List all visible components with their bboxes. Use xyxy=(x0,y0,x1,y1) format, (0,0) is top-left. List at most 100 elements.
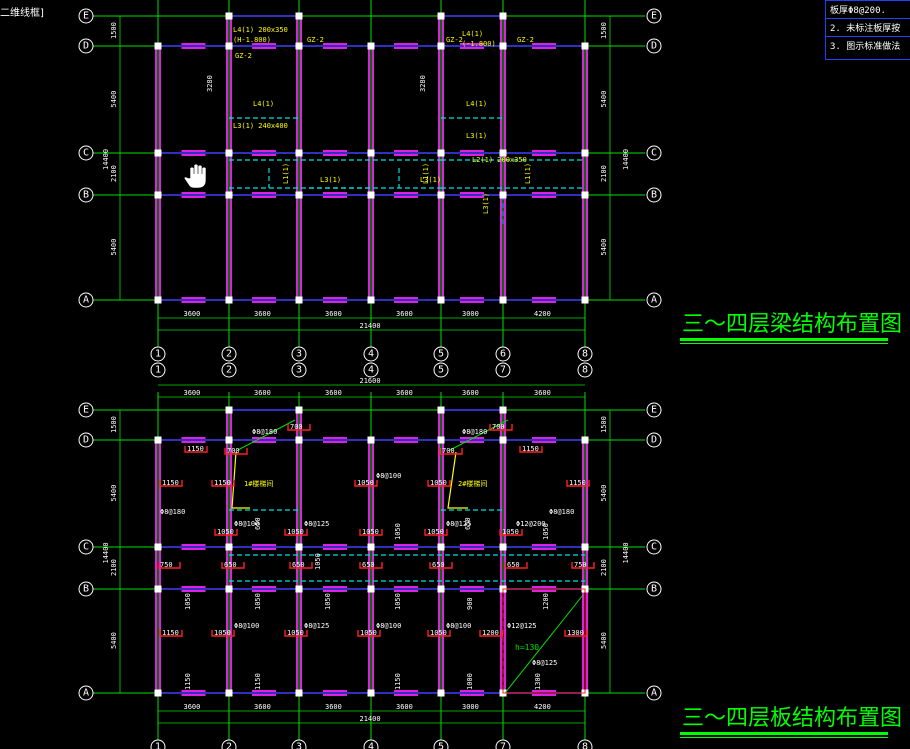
column xyxy=(154,436,162,444)
stair-diagonal-2 xyxy=(449,419,509,451)
rebar-label-6: 1150 xyxy=(569,479,586,487)
spacing-label-0: Φ8@180 xyxy=(160,508,185,516)
rebar-label-25: 1300 xyxy=(567,629,584,637)
rebar-mark-24 xyxy=(479,630,503,637)
axis-bubble-A xyxy=(78,292,94,308)
dim-side-span-2: 2100 xyxy=(110,165,118,182)
column xyxy=(295,543,303,551)
rebar-mark-14 xyxy=(289,562,313,569)
rebar-v-label-9: 1000 xyxy=(466,673,474,690)
axis-bubble-label-B: B xyxy=(651,584,657,595)
dim-span-1: 3600 xyxy=(254,703,271,711)
beam-label-10: L3(1) 240x400 xyxy=(233,122,288,130)
column xyxy=(581,42,589,50)
axis-bubble-D xyxy=(78,38,94,54)
column xyxy=(225,191,233,199)
dim-side-span-0: 1500 xyxy=(110,22,118,39)
hand-cursor-icon xyxy=(183,163,207,189)
axis-bubble-E xyxy=(78,402,94,418)
dim-side-span-0: 1500 xyxy=(600,22,608,39)
axis-bubble-4 xyxy=(363,739,379,749)
dim-span-4: 3000 xyxy=(462,703,479,711)
dim-top-span-2: 3600 xyxy=(325,389,342,397)
axis-bubble-label-5: 5 xyxy=(438,742,444,749)
beam-label-3: GZ-2 xyxy=(307,36,324,44)
beam-label-v-1: L1(1) xyxy=(282,163,290,184)
axis-bubble-top-label-4: 4 xyxy=(368,365,374,376)
rebar-v-label-8: 1150 xyxy=(394,673,402,690)
column xyxy=(367,191,375,199)
column xyxy=(295,436,303,444)
column xyxy=(581,543,589,551)
rebar-mark-4 xyxy=(354,480,378,487)
axis-bubble-top-1 xyxy=(150,362,166,378)
rebar-label-3: 1150 xyxy=(214,479,231,487)
axis-bubble-label-D: D xyxy=(651,435,657,446)
rebar-label-22: 1050 xyxy=(360,629,377,637)
rebar-label-10: 1050 xyxy=(427,528,444,536)
axis-bubble-label-8: 8 xyxy=(582,742,588,749)
dim-side-span-3: 5400 xyxy=(600,239,608,256)
rebar-mark-19 xyxy=(159,630,183,637)
rebar-mark-10 xyxy=(424,529,448,536)
column xyxy=(499,149,507,157)
column xyxy=(437,191,445,199)
stair-outline-1 xyxy=(231,451,250,509)
column xyxy=(437,585,445,593)
spacing-label-6: Φ8@180 xyxy=(549,508,574,516)
axis-bubble-A xyxy=(646,685,662,701)
dim-side-span-3: 5400 xyxy=(110,239,118,256)
axis-bubble-label-E: E xyxy=(83,11,89,22)
dim-span-2: 3600 xyxy=(325,310,342,318)
column xyxy=(499,436,507,444)
stair-diagonal-1 xyxy=(237,419,296,451)
axis-bubble-A xyxy=(646,292,662,308)
beam-label-2: GZ-2 xyxy=(235,52,252,60)
axis-bubble-top-4 xyxy=(363,362,379,378)
rebar-mark-1 xyxy=(519,446,543,453)
dim-total-height-left: 14400 xyxy=(102,149,110,170)
axis-bubble-label-B: B xyxy=(83,190,89,201)
beam-label-4: GZ-2 xyxy=(446,36,463,44)
column xyxy=(367,42,375,50)
beam-label-6: L4(1) xyxy=(462,30,483,38)
column xyxy=(154,149,162,157)
dim-side-span-0: 1500 xyxy=(110,416,118,433)
axis-bubble-C xyxy=(78,145,94,161)
column xyxy=(295,191,303,199)
rebar-mark-21 xyxy=(284,630,308,637)
rebar-label-1: 1150 xyxy=(522,445,539,453)
dim-span-5: 4200 xyxy=(534,310,551,318)
axis-bubble-label-3: 3 xyxy=(296,349,302,360)
rebar-mark-6 xyxy=(566,480,590,487)
rebar-mark-13 xyxy=(221,562,245,569)
column xyxy=(437,296,445,304)
column xyxy=(581,436,589,444)
axis-bubble-C xyxy=(646,539,662,555)
slab-diagonal xyxy=(504,594,584,694)
column xyxy=(154,689,162,697)
axis-bubble-label-2: 2 xyxy=(226,349,232,360)
dim-span-3: 3600 xyxy=(396,310,413,318)
axis-bubble-label-B: B xyxy=(83,584,89,595)
column xyxy=(367,689,375,697)
rebar-label-26: 700 xyxy=(227,447,240,455)
rebar-label-8: 1050 xyxy=(287,528,304,536)
column xyxy=(154,543,162,551)
bottom-title-underline-2 xyxy=(680,737,888,738)
beam-label-1: (H-1.800) xyxy=(233,36,271,44)
rebar-mark-12 xyxy=(157,562,181,569)
rebar-mark-17 xyxy=(504,562,528,569)
spacing-label-8: Φ8@125 xyxy=(304,622,329,630)
axis-bubble-label-2: 2 xyxy=(226,742,232,749)
spacing-label-12: Φ8@125 xyxy=(532,659,557,667)
column xyxy=(295,42,303,50)
axis-bubble-label-E: E xyxy=(651,11,657,22)
rebar-mark-9 xyxy=(359,529,383,536)
rebar-v-label-11: 650 xyxy=(254,517,262,530)
rebar-mark-16 xyxy=(429,562,453,569)
rebar-mark-18 xyxy=(571,562,595,569)
rebar-v-label-4: 900 xyxy=(466,597,474,610)
axis-bubble-label-5: 5 xyxy=(438,349,444,360)
